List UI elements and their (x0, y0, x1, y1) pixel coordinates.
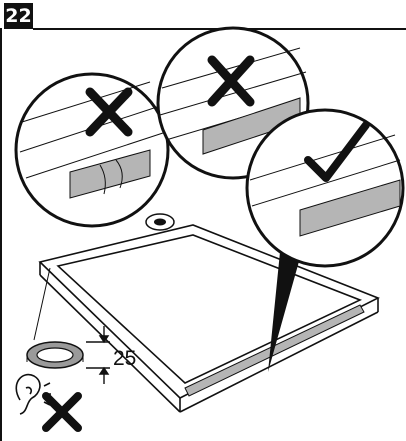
cross-icon (42, 392, 82, 432)
shower-tray-frame (38, 224, 380, 413)
sealing-ring (26, 341, 84, 369)
check-icon (304, 121, 370, 182)
cross-icon (85, 87, 133, 137)
drain (145, 213, 175, 231)
step-number-badge: 22 (4, 3, 33, 29)
left-rule (0, 28, 2, 441)
sealing-tape-strip (184, 304, 365, 397)
magnifier-correct (245, 108, 405, 268)
leader-pointer (268, 232, 305, 372)
leader-line-ring (33, 267, 51, 341)
dimension-label: 25 (113, 347, 137, 370)
magnifier-wrong-1 (14, 72, 170, 228)
dimension-arrows (86, 326, 110, 384)
cross-icon (207, 55, 255, 107)
